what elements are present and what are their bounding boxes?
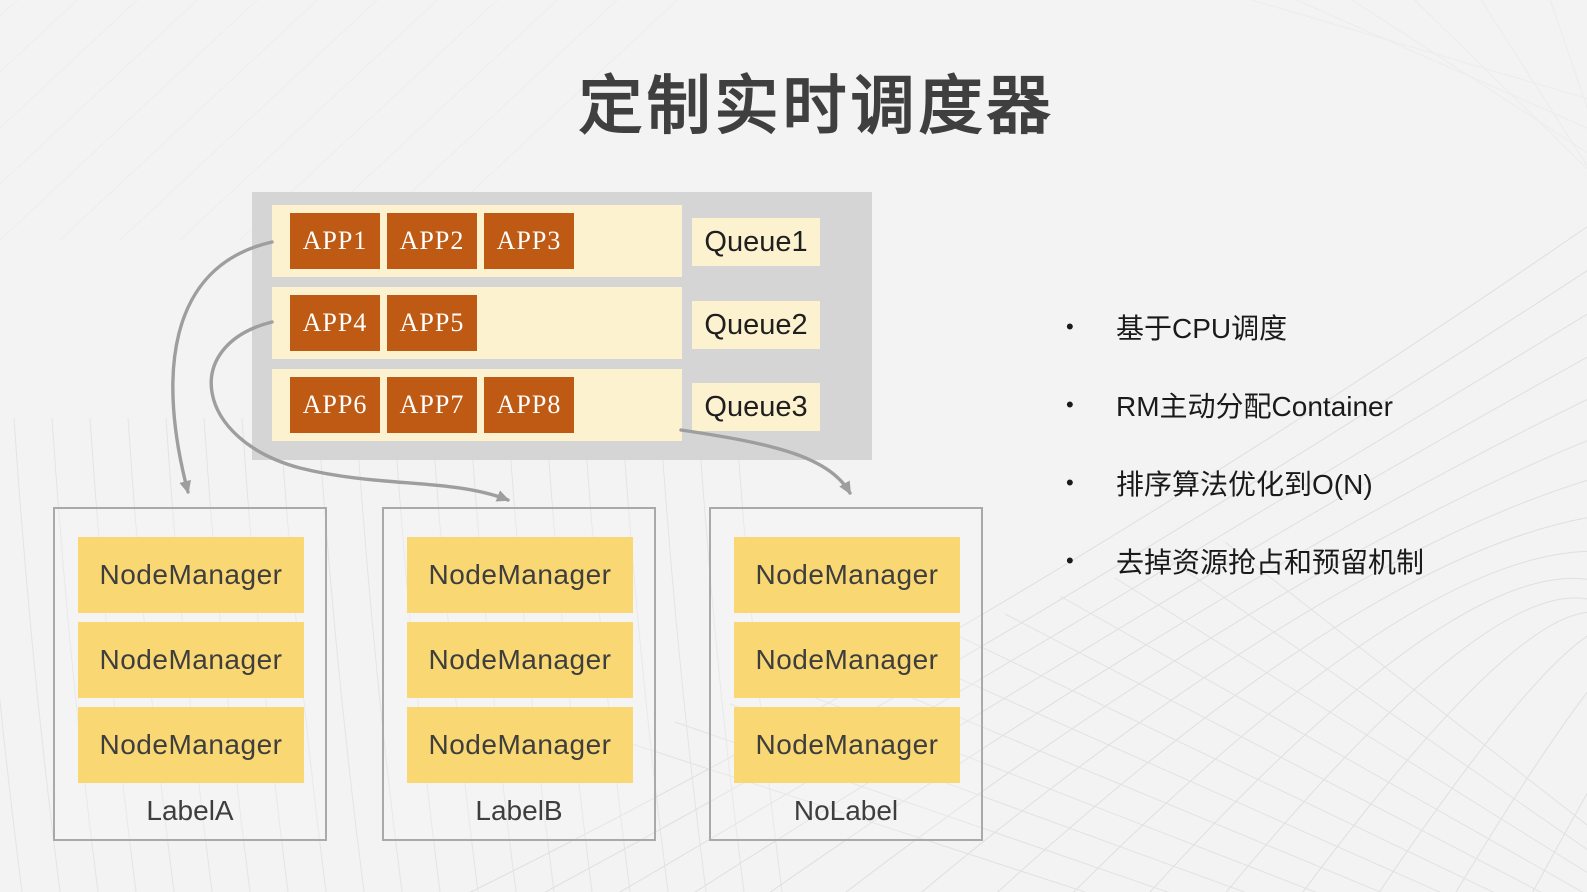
bullet-item: • 去掉资源抢占和预留机制 bbox=[1060, 522, 1424, 600]
node-box: NodeManager bbox=[78, 707, 304, 783]
bullet-text: 排序算法优化到O(N) bbox=[1116, 469, 1373, 500]
node-group-label: LabelB bbox=[475, 795, 563, 826]
bullet-text: 去掉资源抢占和预留机制 bbox=[1116, 547, 1425, 578]
node-group-labelb: NodeManager NodeManager NodeManager Labe… bbox=[382, 507, 656, 841]
node-box: NodeManager bbox=[407, 622, 633, 698]
node-group-label: LabelA bbox=[146, 795, 234, 826]
node-group-labela: NodeManager NodeManager NodeManager Labe… bbox=[53, 507, 327, 841]
queue-label-box: Queue3 bbox=[692, 383, 820, 431]
bullet-dot: • bbox=[1066, 470, 1074, 495]
app-box: APP5 bbox=[387, 295, 477, 351]
queue-row-1: APP1 APP2 APP3 bbox=[272, 205, 682, 277]
app-box: APP6 bbox=[290, 377, 380, 433]
app-box: APP8 bbox=[484, 377, 574, 433]
bullet-item: • RM主动分配Container bbox=[1060, 366, 1424, 444]
node-group-nolabel: NodeManager NodeManager NodeManager NoLa… bbox=[709, 507, 983, 841]
bullet-dot: • bbox=[1066, 314, 1074, 339]
app-box: APP2 bbox=[387, 213, 477, 269]
bullet-text: RM主动分配Container bbox=[1116, 391, 1393, 422]
node-box: NodeManager bbox=[734, 537, 960, 613]
node-box: NodeManager bbox=[734, 707, 960, 783]
node-group-label: NoLabel bbox=[793, 795, 899, 826]
bullet-item: • 基于CPU调度 bbox=[1060, 288, 1424, 366]
node-box: NodeManager bbox=[407, 707, 633, 783]
queue-label-box: Queue2 bbox=[692, 301, 820, 349]
bullet-list: • 基于CPU调度 • RM主动分配Container • 排序算法优化到O(N… bbox=[1060, 288, 1424, 600]
app-box: APP1 bbox=[290, 213, 380, 269]
node-box: NodeManager bbox=[78, 622, 304, 698]
bullet-text: 基于CPU调度 bbox=[1116, 313, 1288, 344]
queue-label-box: Queue1 bbox=[692, 218, 820, 266]
scheduler-panel: APP1 APP2 APP3 APP4 APP5 APP6 APP7 APP8 … bbox=[252, 192, 872, 460]
app-box: APP3 bbox=[484, 213, 574, 269]
bullet-dot: • bbox=[1066, 548, 1074, 573]
node-box: NodeManager bbox=[407, 537, 633, 613]
bullet-item: • 排序算法优化到O(N) bbox=[1060, 444, 1424, 522]
node-box: NodeManager bbox=[734, 622, 960, 698]
page-title: 定制实时调度器 bbox=[578, 70, 1055, 142]
node-box: NodeManager bbox=[78, 537, 304, 613]
queue-row-3: APP6 APP7 APP8 bbox=[272, 369, 682, 441]
queue-row-2: APP4 APP5 bbox=[272, 287, 682, 359]
app-box: APP4 bbox=[290, 295, 380, 351]
bullet-dot: • bbox=[1066, 392, 1074, 417]
app-box: APP7 bbox=[387, 377, 477, 433]
